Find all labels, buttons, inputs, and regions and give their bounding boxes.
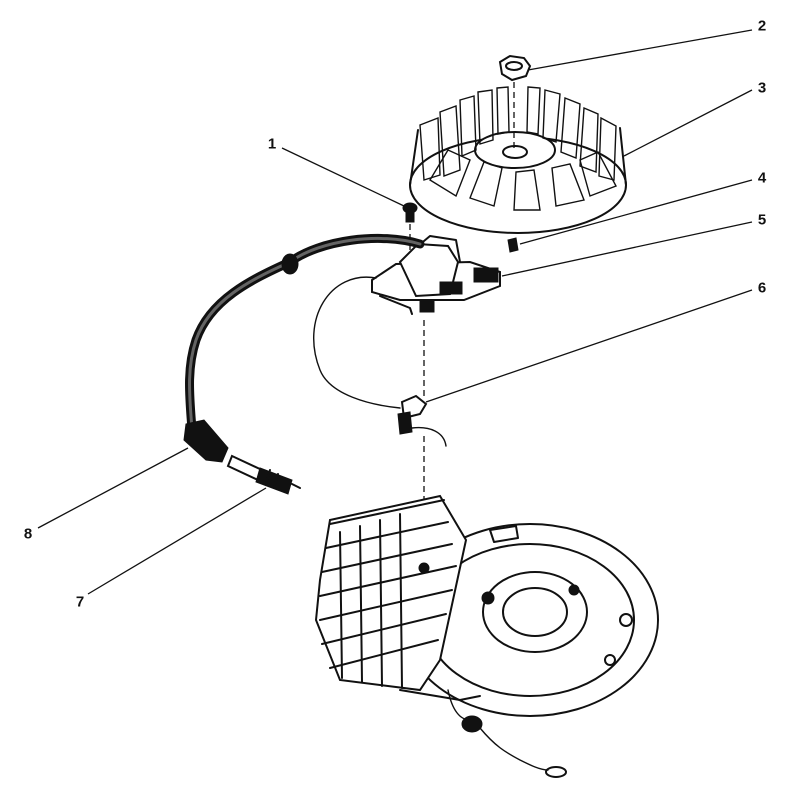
- leader-line-8: [37, 447, 189, 529]
- callout-label-7: 7: [75, 593, 85, 611]
- callout-label-5: 5: [757, 211, 767, 229]
- spark-plug-drawing: [226, 454, 301, 495]
- leader-line-6: [425, 289, 753, 403]
- engine-block-drawing: [314, 494, 659, 717]
- kill-wire-drawing: [447, 689, 567, 778]
- callout-label-1: 1: [267, 135, 277, 153]
- leader-lines: [37, 29, 753, 595]
- callout-label-4: 4: [757, 169, 767, 187]
- flywheel-key-drawing: [507, 237, 519, 253]
- flywheel-nut-drawing: [498, 54, 532, 150]
- spark-plug-lead-drawing: [183, 233, 425, 463]
- callout-label-6: 6: [757, 279, 767, 297]
- leader-line-1: [281, 147, 405, 207]
- leader-line-3: [623, 89, 753, 157]
- callout-label-3: 3: [757, 79, 767, 97]
- leader-line-2: [527, 29, 753, 71]
- ignition-module-drawing: [371, 235, 501, 315]
- leader-line-4: [519, 179, 753, 245]
- leader-line-7: [87, 487, 267, 595]
- callout-label-8: 8: [23, 525, 33, 543]
- callout-label-2: 2: [757, 17, 767, 35]
- leader-line-5: [501, 221, 753, 277]
- flywheel-drawing: [409, 86, 627, 234]
